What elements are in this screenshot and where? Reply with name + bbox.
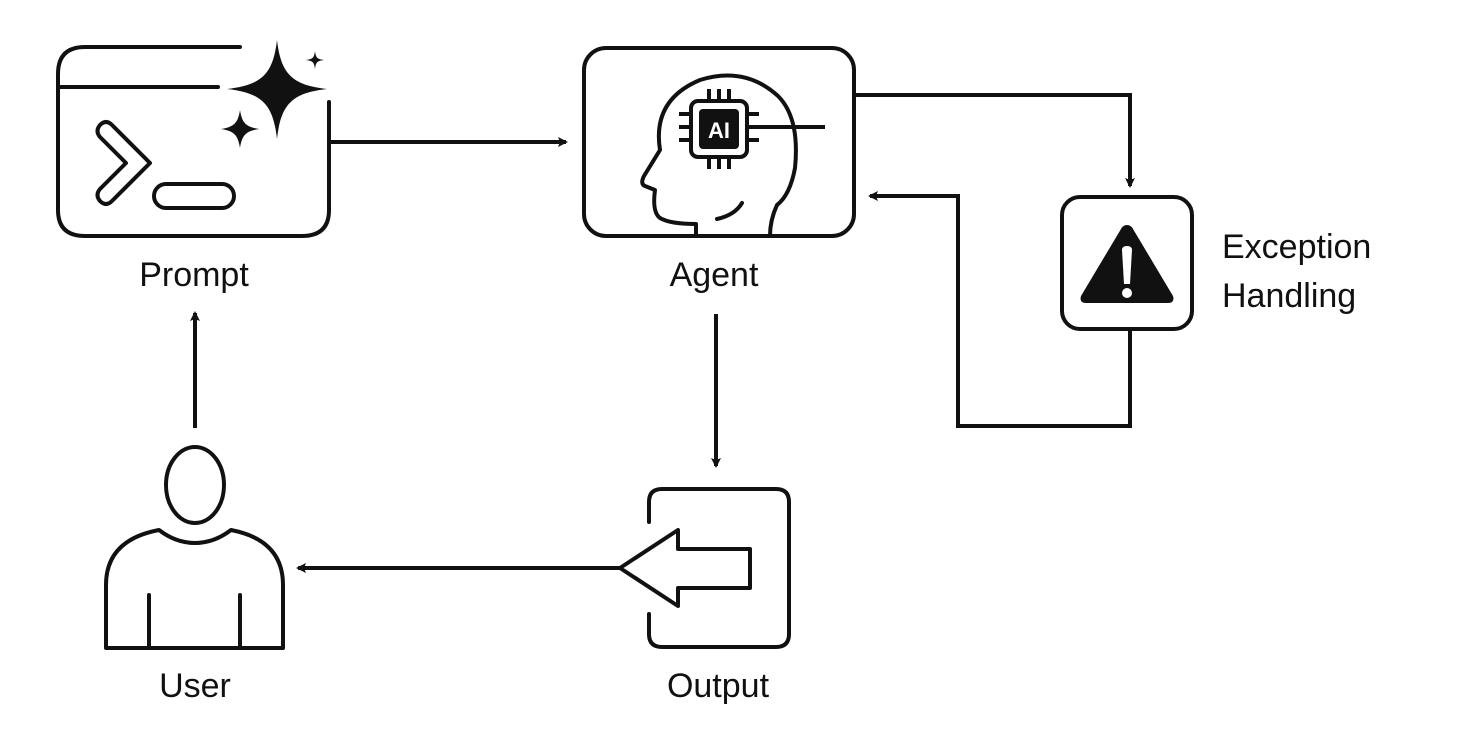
prompt-node: Prompt [56, 40, 331, 294]
ai-head-icon: AI [640, 73, 825, 238]
user-icon [104, 445, 285, 650]
ai-chip-text: AI [708, 118, 730, 143]
edge-agent-to-exception [855, 93, 1135, 188]
agent-box [582, 46, 856, 238]
edge-exception-to-agent [868, 191, 1132, 428]
output-label: Output [667, 667, 770, 705]
terminal-sparkle-icon [56, 40, 331, 238]
exception-label-line1: Exception [1222, 228, 1371, 266]
exit-arrow-icon [618, 487, 791, 649]
warning-icon [1080, 225, 1174, 303]
agent-label: Agent [670, 256, 759, 294]
prompt-label: Prompt [139, 256, 249, 294]
user-node: User [104, 445, 285, 705]
exception-label-line2: Handling [1222, 277, 1356, 315]
user-label: User [159, 667, 231, 705]
output-node: Output [618, 487, 791, 705]
exception-node: Exception Handling [1060, 195, 1371, 331]
exception-box [1060, 195, 1194, 331]
agent-node: AI Agent [582, 46, 856, 294]
